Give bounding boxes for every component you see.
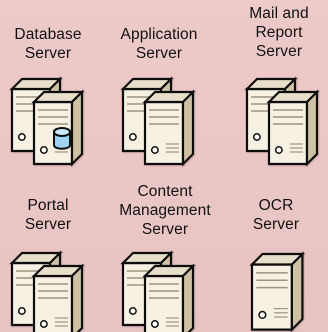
ocr-server-icon — [249, 251, 306, 332]
application-server-label: Application Server — [120, 26, 198, 62]
content-management-server-icon — [120, 250, 196, 332]
ocr-server-label: OCR Server — [252, 197, 300, 233]
portal-server-icon — [9, 250, 85, 332]
portal-server-label: Portal Server — [24, 197, 72, 233]
mail-and-report-server-label: Mail and Report Server — [249, 5, 309, 60]
database-server-icon — [9, 76, 85, 167]
application-server-icon — [120, 76, 196, 167]
content-management-server-label: Content Management Server — [119, 183, 211, 238]
database-server-label: Database Server — [14, 26, 82, 62]
mail-and-report-server-icon — [244, 76, 320, 167]
